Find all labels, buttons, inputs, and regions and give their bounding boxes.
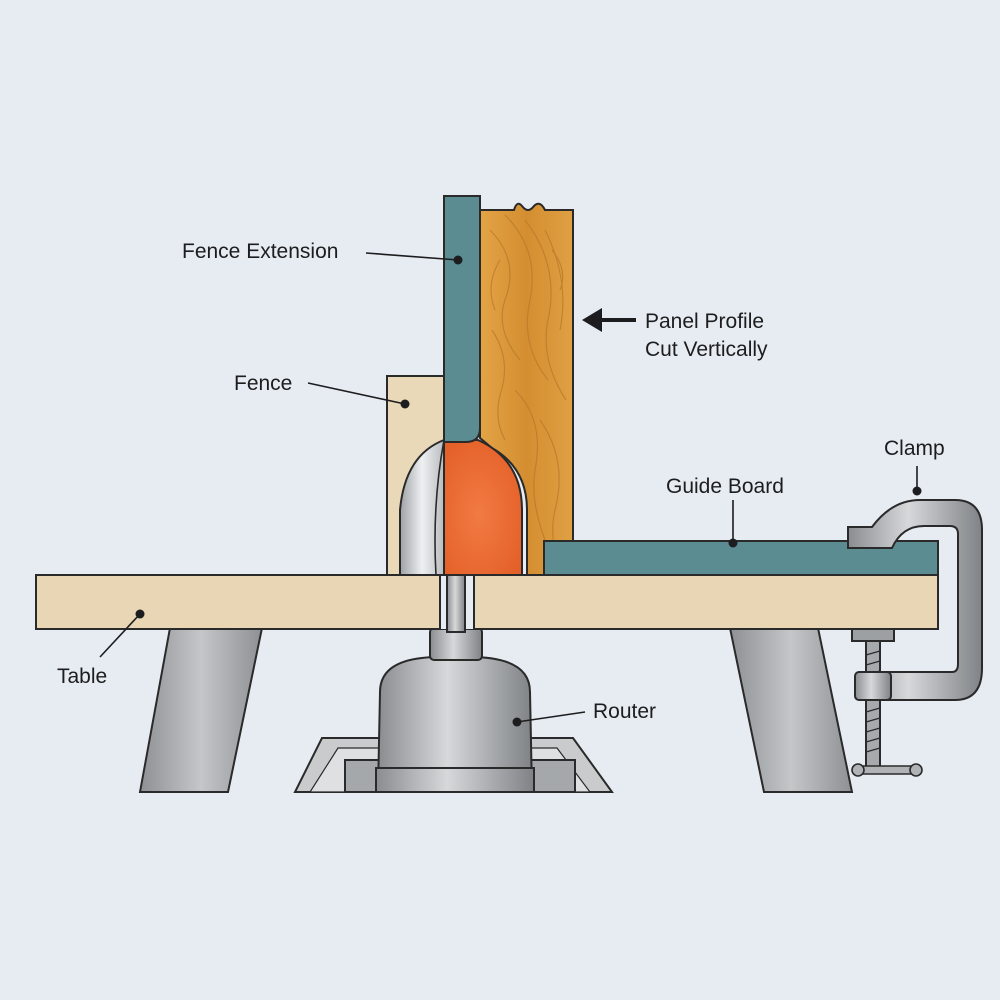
table-leader [99,613,141,658]
table-legs [138,627,854,793]
left-arrow-icon [582,308,636,332]
clamp-label: Clamp [884,437,945,460]
panel-workpiece [479,202,574,576]
router-label: Router [593,700,656,723]
router-leader [516,711,586,723]
router [293,627,614,793]
fence-extension-label: Fence Extension [182,240,338,263]
leader-lines [99,252,918,723]
panel-profile-label-line2: Cut Vertically [645,338,768,361]
router-bit [399,438,523,576]
clamp [847,486,983,777]
router-shaft [446,569,466,633]
panel-profile-label-line1: Panel Profile [645,310,764,333]
fence-extension [443,195,481,443]
table [35,574,939,630]
fence-label: Fence [234,372,292,395]
fence-leader [307,382,406,405]
fence-extension-leader [365,252,459,261]
guide-board-label: Guide Board [666,475,784,498]
table-label: Table [57,665,107,688]
